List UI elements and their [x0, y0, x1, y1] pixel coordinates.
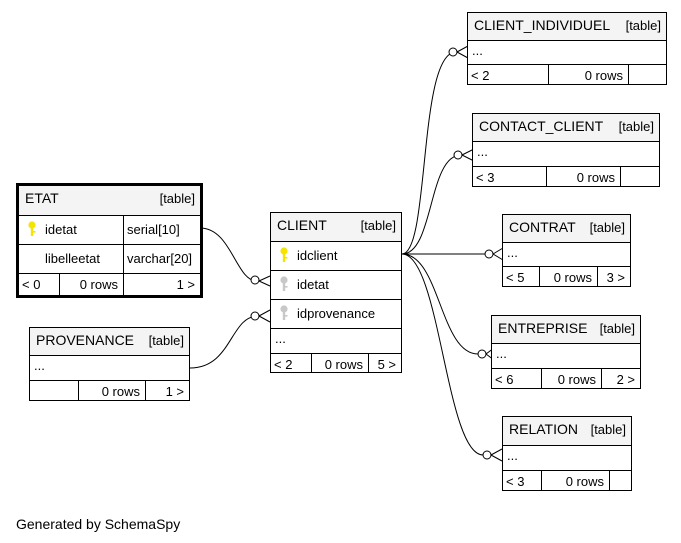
relationship-client-client-individuel	[401, 51, 457, 255]
foreign-key-icon	[280, 305, 288, 320]
row-count: 0 rows	[79, 277, 118, 292]
crows-foot-marker	[492, 247, 504, 261]
table-name: CLIENT	[277, 217, 327, 233]
table-provenance[interactable]: PROVENANCE [table] ... 0 rows 1 >	[29, 327, 190, 401]
table-contact-client[interactable]: CONTACT_CLIENT [table] ... < 3 0 rows	[472, 113, 660, 187]
relationship-client-contact-client	[401, 154, 462, 255]
row-count: 0 rows	[576, 170, 615, 185]
table-client[interactable]: CLIENT [table] idclient idetat idprovena…	[270, 212, 402, 373]
table-relation[interactable]: RELATION [table] ... < 3 0 rows	[502, 416, 632, 491]
children-count: 3 >	[606, 270, 625, 285]
row-count: 0 rows	[553, 270, 592, 285]
table-name: CONTRAT	[509, 219, 576, 235]
column-name: idclient	[297, 248, 338, 263]
columns-ellipsis: ...	[507, 245, 518, 260]
parents-count: < 2	[471, 68, 490, 83]
parents-count: < 5	[506, 270, 525, 285]
columns-ellipsis: ...	[34, 358, 45, 373]
optional-marker	[250, 311, 260, 321]
columns-ellipsis: ...	[275, 331, 286, 346]
table-etat[interactable]: ETAT [table] idetat serial[10] libelleet…	[16, 183, 203, 298]
optional-marker	[484, 249, 494, 259]
table-entreprise[interactable]: ENTREPRISE [table] ... < 6 0 rows 2 >	[491, 315, 641, 389]
column-name: libelleetat	[45, 251, 100, 266]
relationship-provenance-client	[189, 315, 259, 369]
column-name: idetat	[297, 277, 329, 292]
optional-marker	[477, 349, 487, 359]
table-tag: [table]	[589, 220, 625, 235]
columns-ellipsis: ...	[507, 448, 518, 463]
parents-count: < 3	[506, 474, 525, 489]
table-tag: [table]	[159, 191, 195, 206]
row-count: 0 rows	[584, 68, 623, 83]
table-tag: [table]	[625, 18, 661, 33]
row-count: 0 rows	[101, 384, 140, 399]
columns-ellipsis: ...	[472, 43, 483, 58]
columns-ellipsis: ...	[477, 144, 488, 159]
table-name: ENTREPRISE	[498, 320, 588, 336]
children-count: 2 >	[616, 372, 635, 387]
row-count: 0 rows	[557, 372, 596, 387]
parents-count: < 3	[476, 170, 495, 185]
crows-foot-marker	[490, 448, 503, 462]
column-type: varchar[20]	[127, 251, 193, 266]
primary-key-icon	[280, 247, 288, 262]
foreign-key-icon	[280, 276, 288, 291]
table-name: ETAT	[25, 190, 59, 206]
crows-foot-marker	[456, 45, 469, 59]
optional-marker	[448, 47, 458, 57]
column-type: serial[10]	[127, 222, 180, 237]
columns-ellipsis: ...	[496, 346, 507, 361]
row-count: 0 rows	[565, 474, 604, 489]
table-tag: [table]	[590, 422, 626, 437]
table-tag: [table]	[618, 119, 654, 134]
optional-marker	[453, 150, 463, 160]
crows-foot-marker	[258, 309, 271, 323]
optional-marker	[482, 450, 492, 460]
crows-foot-marker	[258, 275, 271, 287]
children-count: 5 >	[377, 357, 396, 372]
primary-key-icon	[28, 221, 36, 236]
table-name: PROVENANCE	[36, 332, 135, 348]
table-name: CONTACT_CLIENT	[479, 118, 604, 134]
parents-count: < 0	[22, 277, 41, 292]
row-count: 0 rows	[324, 357, 363, 372]
relationship-etat-client	[199, 227, 259, 282]
children-count: 1 >	[165, 384, 184, 399]
column-name: idetat	[45, 222, 77, 237]
table-tag: [table]	[599, 321, 635, 336]
table-name: CLIENT_INDIVIDUEL	[474, 17, 611, 33]
generated-by-label: Generated by SchemaSpy	[16, 516, 181, 532]
children-count: 1 >	[176, 277, 195, 292]
parents-count: < 6	[495, 372, 514, 387]
table-client-individuel[interactable]: CLIENT_INDIVIDUEL [table] ... < 2 0 rows	[467, 12, 667, 85]
table-name: RELATION	[509, 421, 578, 437]
column-name: idprovenance	[297, 306, 376, 321]
table-contrat[interactable]: CONTRAT [table] ... < 5 0 rows 3 >	[502, 214, 631, 287]
table-tag: [table]	[148, 333, 184, 348]
relationship-client-relation	[401, 253, 484, 456]
parents-count: < 2	[274, 357, 293, 372]
table-tag: [table]	[360, 218, 396, 233]
optional-marker	[250, 275, 260, 285]
relationship-client-entreprise	[401, 253, 479, 355]
